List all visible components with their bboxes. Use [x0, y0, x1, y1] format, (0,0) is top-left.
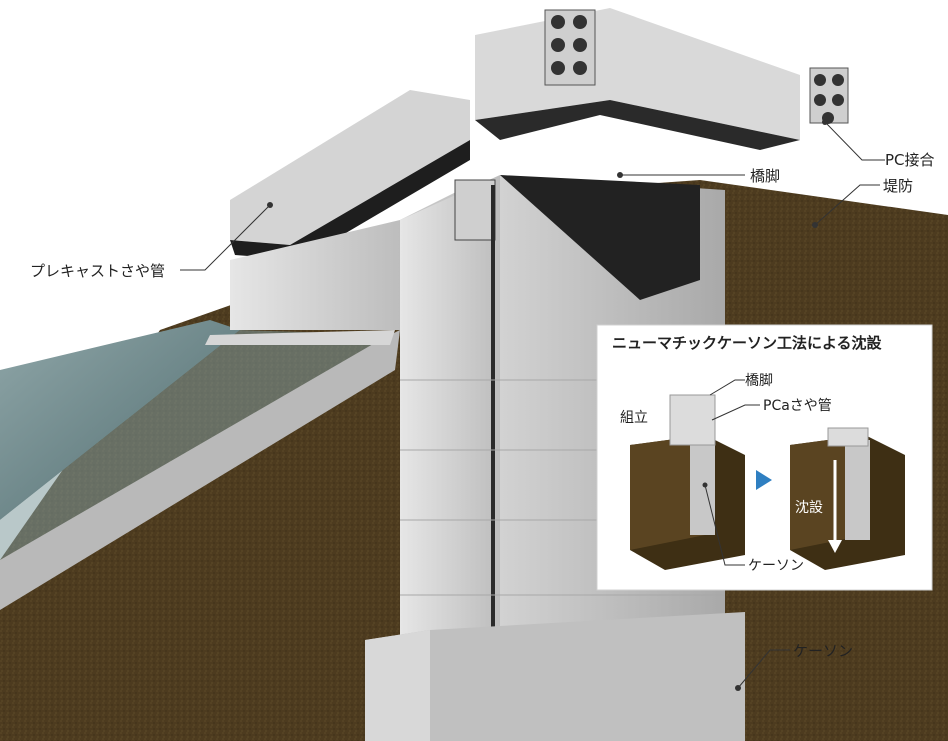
svg-text:ケーソン: ケーソン	[793, 642, 853, 660]
svg-text:PC接合: PC接合	[885, 151, 935, 169]
inset-sinking-figure	[790, 427, 905, 570]
inset-assembly-figure	[630, 394, 745, 570]
crossbeam-back	[475, 8, 849, 150]
svg-text:橋脚: 橋脚	[750, 167, 780, 185]
svg-text:プレキャストさや管: プレキャストさや管	[30, 262, 165, 280]
svg-text:ケーソン: ケーソン	[748, 558, 804, 574]
label-caisson: ケーソン	[735, 642, 853, 691]
svg-text:沈設: 沈設	[795, 500, 823, 516]
label-pier: 橋脚	[617, 167, 780, 185]
caisson-block	[365, 612, 745, 741]
svg-text:堤防: 堤防	[883, 177, 913, 195]
svg-text:組立: 組立	[620, 410, 648, 426]
inset-title: ニューマチックケーソン工法による沈設	[612, 334, 883, 352]
inset-panel: ニューマチックケーソン工法による沈設 組立 橋脚 PCaさや管 沈設 ケーソン	[596, 324, 933, 591]
revetment-slope	[0, 330, 400, 610]
label-precast-sheath: プレキャストさや管	[30, 202, 273, 280]
svg-text:橋脚: 橋脚	[745, 373, 773, 389]
label-pc-joint: PC接合	[822, 119, 935, 169]
pc-joint-bolts-top	[551, 15, 587, 75]
svg-text:PCaさや管: PCaさや管	[763, 398, 832, 414]
label-embankment: 堤防	[812, 177, 913, 228]
process-arrow-icon	[756, 470, 772, 490]
precast-sheath-beam	[230, 90, 470, 260]
